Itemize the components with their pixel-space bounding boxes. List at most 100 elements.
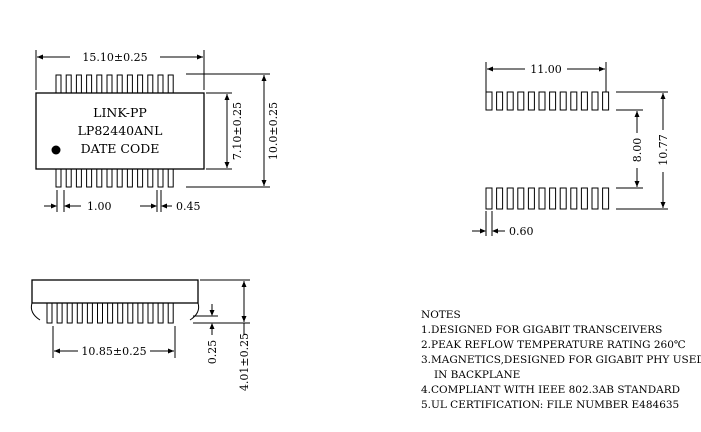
dim-side-width: 10.85±0.25	[52, 326, 176, 358]
dim-side-width-label: 10.85±0.25	[81, 345, 146, 358]
side-body	[31, 279, 199, 304]
pin	[75, 168, 82, 188]
pad	[549, 91, 557, 111]
dim-top-width-label: 15.10±0.25	[82, 51, 147, 64]
body-label-part: LP82440ANL	[78, 123, 163, 138]
pin	[147, 74, 154, 94]
pad	[517, 91, 525, 111]
dim-pad-gap: 8.00	[616, 109, 644, 189]
lead	[66, 302, 73, 324]
pad	[591, 187, 599, 210]
dim-pad-gap-label: 8.00	[631, 138, 644, 163]
dim-standoff-label: 0.25	[206, 340, 219, 365]
pad	[549, 187, 557, 210]
pin	[65, 74, 72, 94]
dim-pad-overall-label: 10.77	[657, 134, 670, 166]
pad	[496, 91, 504, 111]
dim-overall-height-label: 10.0±0.25	[267, 102, 280, 160]
pad	[570, 91, 578, 111]
top-pins-lower	[55, 168, 174, 188]
dim-body-height: 7.10±0.25	[206, 92, 244, 170]
pad	[602, 91, 610, 111]
lead	[76, 302, 83, 324]
side-leads	[46, 302, 174, 324]
pad	[496, 187, 504, 210]
pin	[116, 74, 123, 94]
notes-block: NOTES 1.DESIGNED FOR GIGABIT TRANSCEIVER…	[421, 309, 701, 411]
dim-body-height-label: 7.10±0.25	[231, 102, 244, 160]
top-view: LINK-PP LP82440ANL DATE CODE 15.10±0.25 …	[35, 50, 280, 213]
dim-pin-width-label: 0.45	[176, 200, 201, 213]
note-item: 4.COMPLIANT WITH IEEE 802.3AB STANDARD	[421, 384, 680, 396]
dim-side-height: 4.01±0.25	[200, 279, 251, 391]
lead	[167, 302, 174, 324]
pin	[106, 168, 113, 188]
lead	[46, 302, 53, 324]
pad	[559, 187, 567, 210]
pad	[485, 91, 493, 111]
pad	[517, 187, 525, 210]
note-item: 1.DESIGNED FOR GIGABIT TRANSCEIVERS	[421, 324, 662, 336]
note-item: 5.UL CERTIFICATION: FILE NUMBER E484635	[421, 399, 679, 411]
pad	[602, 187, 610, 210]
pad	[570, 187, 578, 210]
pin	[137, 168, 144, 188]
pin	[147, 168, 154, 188]
dim-pitch: 1.00	[44, 190, 112, 213]
pin	[86, 74, 93, 94]
lead	[86, 302, 93, 324]
lead	[56, 302, 63, 324]
dim-pad-span: 11.00	[485, 62, 607, 92]
dim-pin-width: 0.45	[140, 190, 201, 213]
pin	[96, 74, 103, 94]
lead	[127, 302, 134, 324]
lead	[147, 302, 154, 324]
pin	[106, 74, 113, 94]
pin1-marker	[51, 145, 61, 155]
pads-lower	[485, 187, 610, 210]
dim-overall-height: 10.0±0.25	[186, 73, 280, 188]
pin	[65, 168, 72, 188]
pads-upper	[485, 91, 610, 111]
pad	[591, 91, 599, 111]
pin	[116, 168, 123, 188]
notes-title: NOTES	[421, 309, 461, 321]
pad-layout-view: 11.00 8.00 10.77	[472, 62, 670, 238]
pin	[137, 74, 144, 94]
pin	[167, 168, 174, 188]
note-item: 2.PEAK REFLOW TEMPERATURE RATING 260℃	[421, 339, 686, 351]
body-label-datecode: DATE CODE	[81, 141, 160, 156]
lead	[157, 302, 164, 324]
lead	[107, 302, 114, 324]
pin	[126, 74, 133, 94]
top-pins-upper	[55, 74, 174, 94]
note-item: 3.MAGNETICS,DESIGNED FOR GIGABIT PHY USE…	[421, 354, 701, 366]
pin	[157, 74, 164, 94]
pin	[75, 74, 82, 94]
dim-top-width: 15.10±0.25	[35, 50, 205, 90]
lead	[137, 302, 144, 324]
note-item: IN BACKPLANE	[434, 369, 520, 381]
package-body	[35, 92, 205, 170]
pin	[126, 168, 133, 188]
dim-pad-overall: 10.77	[616, 91, 670, 210]
pad	[527, 187, 535, 210]
body-label-brand: LINK-PP	[93, 105, 147, 120]
lead	[97, 302, 103, 324]
dim-pad-span-label: 11.00	[530, 63, 562, 76]
pin	[167, 74, 174, 94]
pin	[157, 168, 164, 188]
pad	[485, 187, 493, 210]
pin	[96, 168, 103, 188]
pin	[86, 168, 93, 188]
pad	[538, 91, 546, 111]
dim-pitch-label: 1.00	[87, 200, 112, 213]
lead	[117, 302, 124, 324]
pad	[506, 91, 514, 111]
pin	[55, 168, 62, 188]
pad	[506, 187, 514, 210]
pad	[559, 91, 567, 111]
side-view: 10.85±0.25 0.25 4.01±0.25	[30, 279, 251, 391]
dim-pad-width-label: 0.60	[509, 225, 534, 238]
